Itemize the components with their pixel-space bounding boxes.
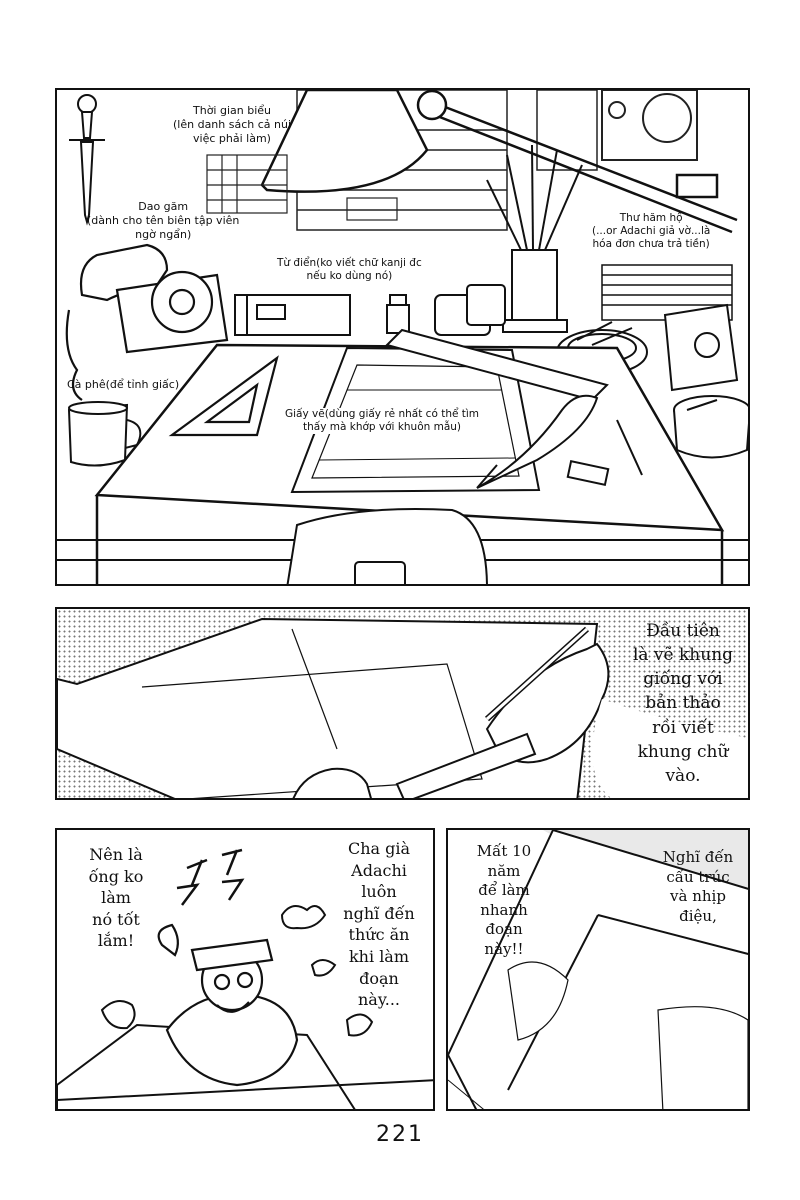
text-pen-not-good: Nên là ống ko làm nó tốt lắm!	[88, 845, 144, 951]
frame-drawing	[57, 617, 748, 798]
panel-manuscript: Mất 10 năm để làm nhanh đoạn này!! Nghĩ …	[446, 828, 750, 1111]
label-dictionary: Từ điển(ko viết chữ kanji đc nếu ko dùng…	[277, 257, 422, 283]
manuscript-drawing	[448, 830, 748, 1109]
desk-drawing	[57, 90, 748, 584]
panel-drawing-frame: Đầu tiên là vẽ khung giống với bản thảo …	[55, 607, 750, 800]
page-number: 221	[376, 1122, 424, 1147]
text-adachi-food: Cha già Adachi luôn nghĩ đến thức ăn khi…	[343, 839, 415, 1010]
label-dagger: Dao găm (dành cho tên biên tập viên ngờ …	[87, 200, 240, 241]
caption-draw-frame: Đầu tiên là vẽ khung giống với bản thảo …	[632, 621, 734, 786]
text-structure-rhythm: Nghĩ đến cấu trúc và nhịp điệu,	[662, 848, 734, 925]
text-ten-years: Mất 10 năm để làm nhanh đoạn này!!	[476, 842, 532, 958]
label-coffee: Cà phê(để tỉnh giấc)	[67, 378, 180, 391]
label-paper: Giấy vẽ(dùng giấy rẻ nhất có thể tìm thấ…	[285, 408, 480, 435]
panel-desk: Thời gian biểu (lên danh sách cả núi việ…	[55, 88, 750, 586]
panel-adachi: Nên là ống ko làm nó tốt lắm! Cha già Ad…	[55, 828, 435, 1111]
label-schedule: Thời gian biểu (lên danh sách cả núi việ…	[173, 104, 292, 145]
label-letters: Thư hăm hộ (...or Adachi giả vờ...là hóa…	[592, 212, 711, 251]
adachi-drawing	[57, 848, 433, 1109]
